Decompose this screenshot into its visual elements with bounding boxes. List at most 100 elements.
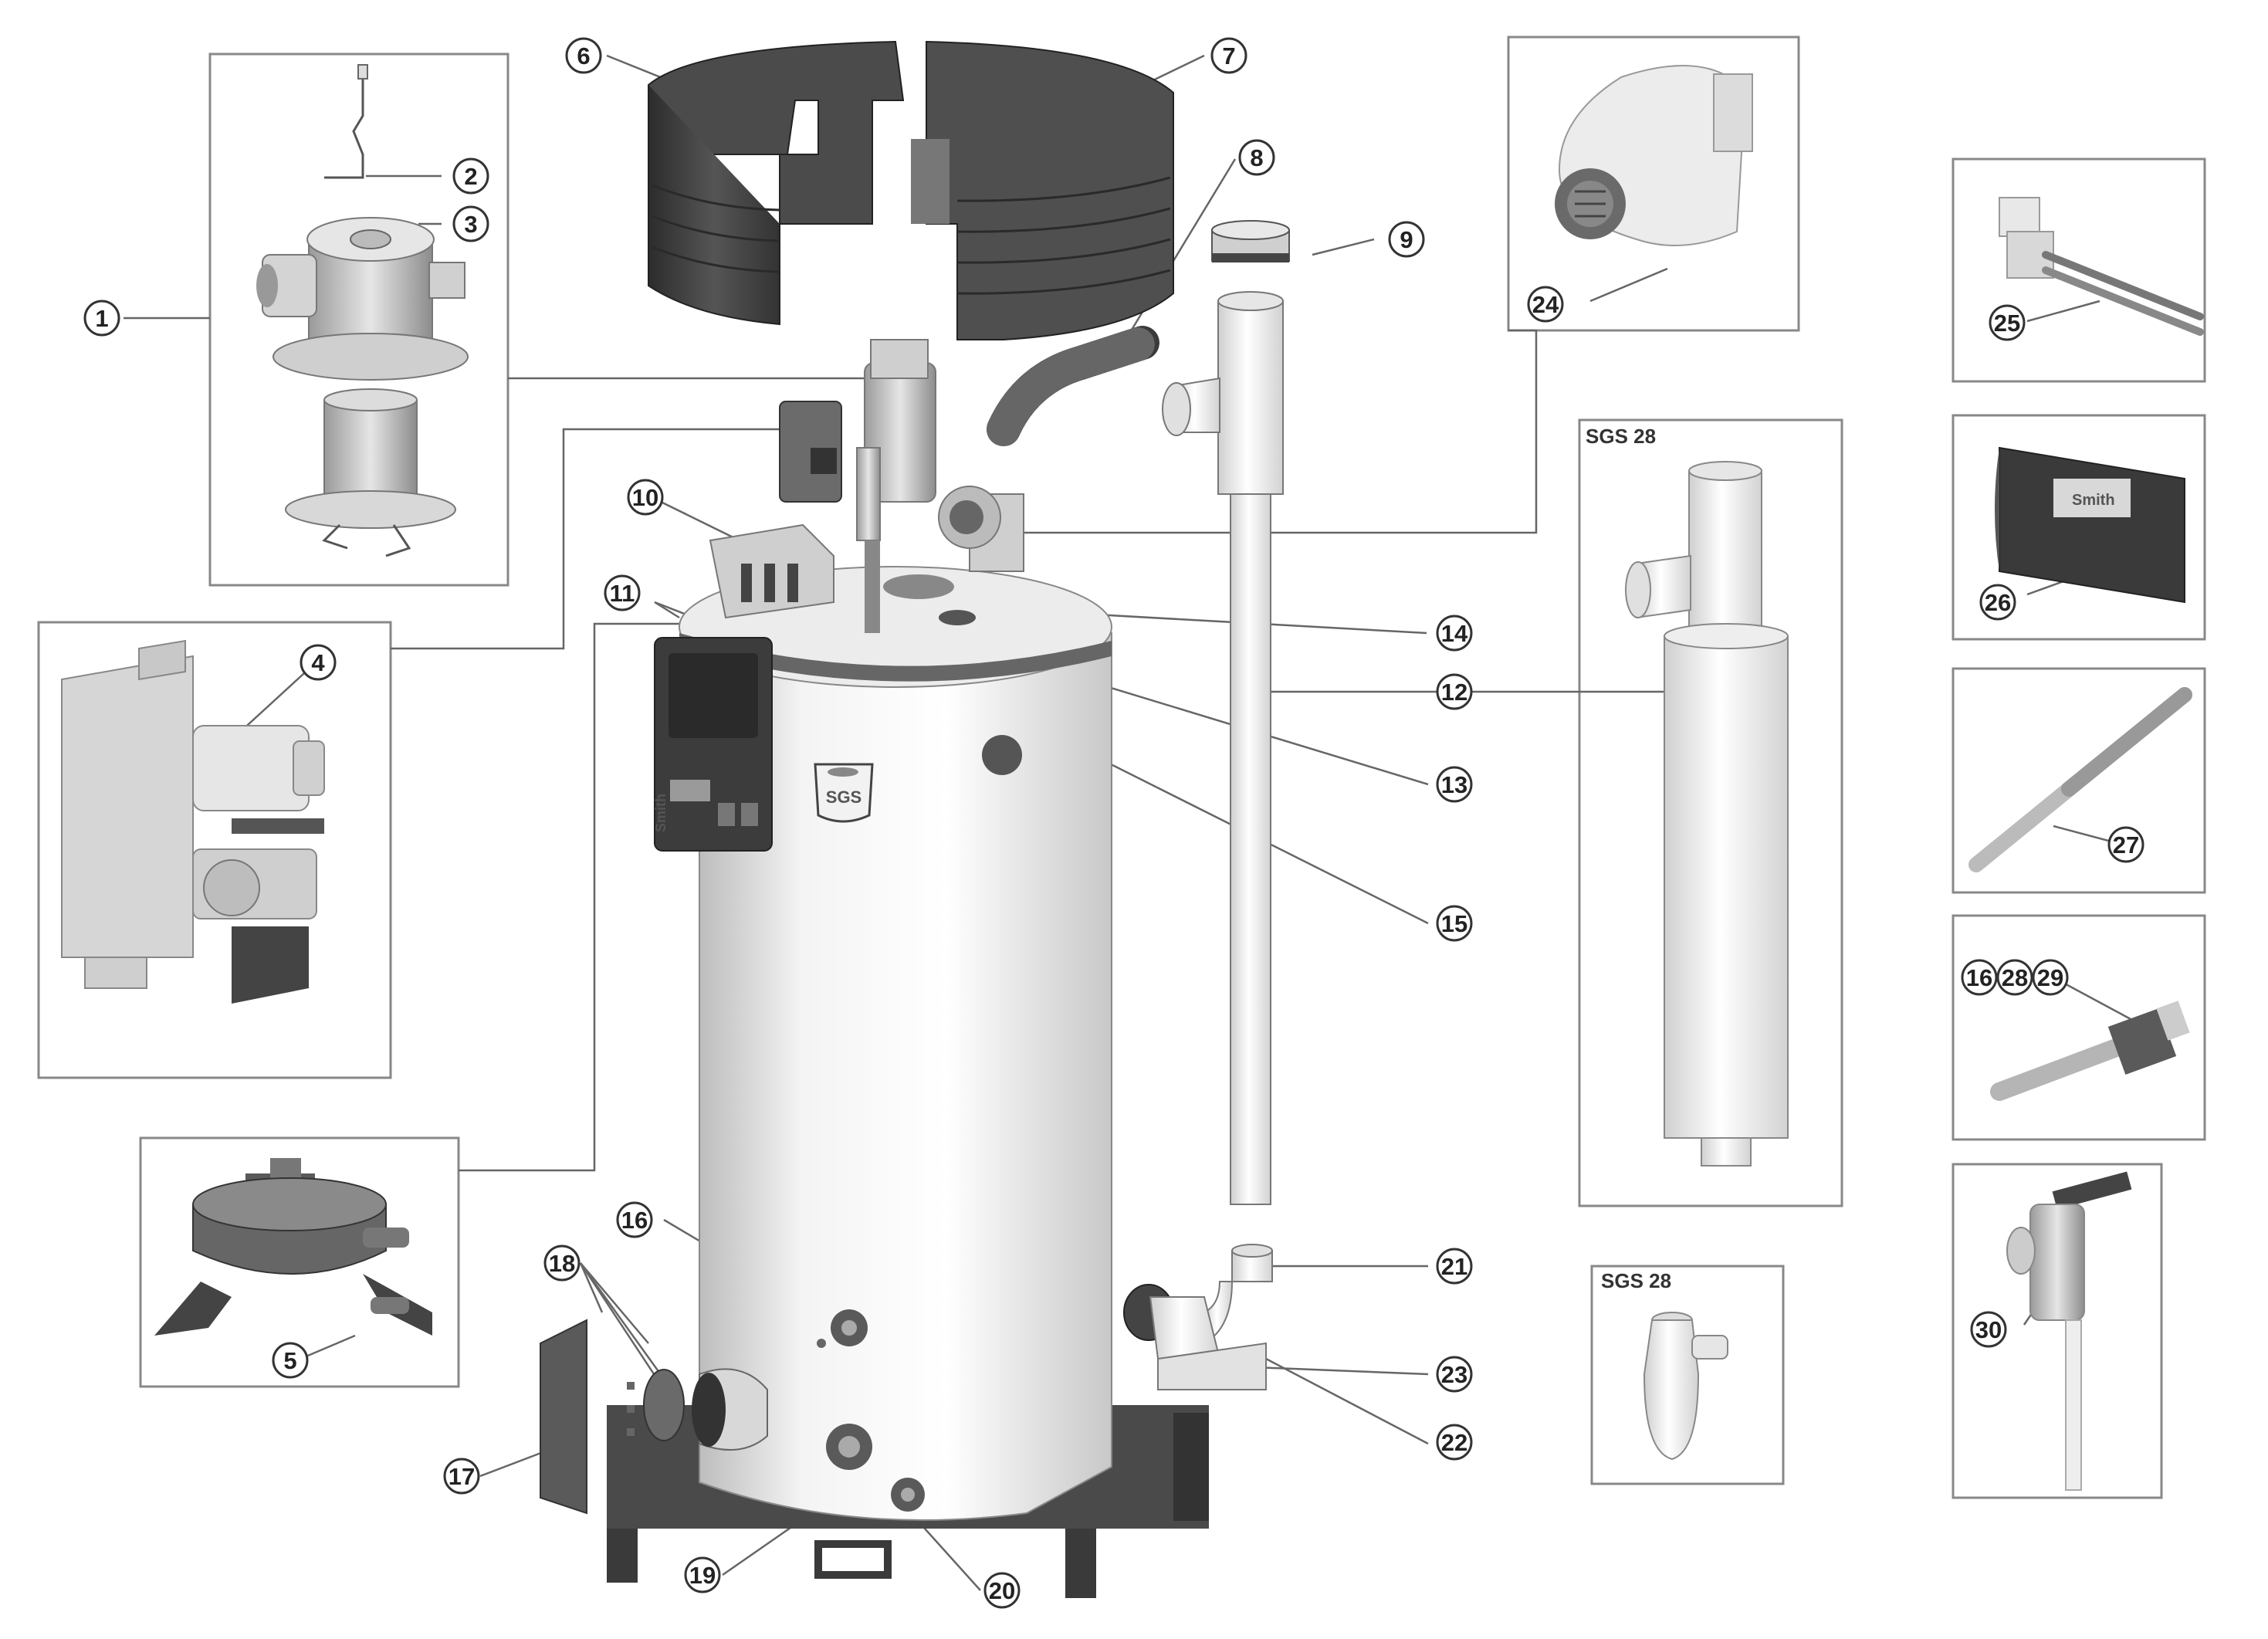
callout-circle [2032, 959, 2069, 996]
sgs-label-pipe: SGS 28 [1586, 425, 1656, 448]
frame-part-26 [1951, 414, 2206, 641]
callout-number: 8 [1250, 144, 1263, 171]
callout-c10: 10 [627, 479, 664, 516]
callout-c1: 1 [83, 300, 120, 337]
callout-circle [1527, 286, 1564, 323]
vent-pipe-assembly [1123, 220, 1290, 1390]
callout-number: 19 [689, 1562, 716, 1589]
callout-circle [1961, 959, 1998, 996]
callout-number: 16 [1966, 964, 1992, 991]
callout-circle [604, 574, 641, 611]
callout-number: 21 [1441, 1253, 1467, 1280]
callout-c7: 7 [1210, 37, 1247, 74]
callout-circle [1970, 1311, 2007, 1348]
callout-number: 4 [311, 649, 325, 676]
callout-c20: 20 [983, 1572, 1021, 1609]
callout-circle [272, 1342, 309, 1379]
callout-c21: 21 [1436, 1248, 1473, 1285]
callout-c22: 22 [1436, 1424, 1473, 1461]
callout-number: 15 [1441, 910, 1467, 937]
part-16-28-29-sensor [1990, 1001, 2190, 1101]
fan-blower [1555, 65, 1753, 246]
callout-circle [684, 1556, 721, 1593]
callout-number: 23 [1441, 1361, 1467, 1388]
callout-number: 25 [1994, 310, 2020, 337]
controller-brand: Smith [653, 794, 669, 832]
callout-number: 2 [464, 163, 477, 190]
callout-c6: 6 [565, 37, 602, 74]
callout-number: 6 [577, 42, 590, 69]
callout-c15: 15 [1436, 905, 1473, 942]
callout-number: 9 [1400, 226, 1413, 253]
callout-circle [1436, 1356, 1473, 1393]
part-25-element [1999, 197, 2204, 336]
callout-c8: 8 [1238, 139, 1275, 176]
sgs-trap: SGS 28 [1601, 1269, 1728, 1461]
callout-circle [300, 644, 337, 681]
callout-c11: 11 [604, 574, 641, 611]
callout-number: 5 [283, 1347, 296, 1374]
callout-number: 16 [621, 1207, 648, 1234]
part-26-controller: Smith [1995, 446, 2185, 604]
callout-number: 20 [989, 1577, 1015, 1604]
callout-c25: 25 [1989, 304, 2026, 341]
callout-number: 12 [1441, 679, 1467, 706]
gas-valve [61, 639, 325, 1004]
callout-c27: 27 [2107, 826, 2144, 863]
callout-number: 24 [1532, 291, 1559, 318]
frame-burner [208, 52, 509, 587]
part-26-brand: Smith [2072, 492, 2115, 509]
callout-number: 14 [1441, 620, 1468, 647]
frame-part-25 [1951, 157, 2206, 383]
frame-gas-valve [37, 621, 392, 1079]
callout-circle [1996, 959, 2033, 996]
callout-circle [83, 300, 120, 337]
callout-circle [627, 479, 664, 516]
pressure-switch [154, 1158, 432, 1336]
callout-circle [452, 205, 489, 242]
water-heater-tank: SGS [540, 566, 1209, 1598]
callout-number: 22 [1441, 1429, 1467, 1456]
callout-c24: 24 [1527, 286, 1564, 323]
callout-c2: 2 [452, 157, 489, 195]
callout-number: 28 [2002, 964, 2028, 991]
callout-circle [1238, 139, 1275, 176]
callout-number: 30 [1975, 1316, 2002, 1343]
sgs-label-trap: SGS 28 [1601, 1269, 1671, 1292]
callout-c4: 4 [300, 644, 337, 681]
callout-circle [1436, 1424, 1473, 1461]
callout-circle [543, 1244, 581, 1282]
callout-c9: 9 [1388, 221, 1425, 258]
top-components [709, 339, 1024, 633]
sgs-badge: SGS [826, 787, 862, 807]
callout-number: 11 [610, 580, 635, 607]
callout-circle [2107, 826, 2144, 863]
callout-circle [1436, 1248, 1473, 1285]
frame-fan [1507, 36, 1800, 332]
callout-c14: 14 [1436, 615, 1473, 652]
callout-number: 29 [2037, 964, 2063, 991]
callout-number: 26 [1985, 589, 2011, 616]
callout-c17: 17 [443, 1458, 480, 1495]
sgs-pipe: SGS 28 [1586, 425, 1789, 1167]
callout-circle [1989, 304, 2026, 341]
callout-c18: 18 [543, 1244, 581, 1282]
callout-number: 17 [449, 1463, 475, 1490]
callout-number: 3 [464, 211, 477, 238]
part-27-rod [1968, 687, 2192, 872]
burner-assembly [256, 64, 469, 557]
callout-c16: 16 [616, 1201, 653, 1238]
frame-sgs-pipe [1578, 418, 1843, 1207]
controller-unit: Smith [653, 637, 773, 852]
callout-circle [1436, 766, 1473, 803]
callout-c30: 30 [1970, 1311, 2007, 1348]
callout-c28b: 28 [1996, 959, 2033, 996]
callout-circle [1436, 615, 1473, 652]
frame-pressure-switch [139, 1136, 460, 1388]
callout-c28a: 16 [1961, 959, 1998, 996]
callout-circle [983, 1572, 1021, 1609]
callout-circle [1210, 37, 1247, 74]
callout-c19: 19 [684, 1556, 721, 1593]
